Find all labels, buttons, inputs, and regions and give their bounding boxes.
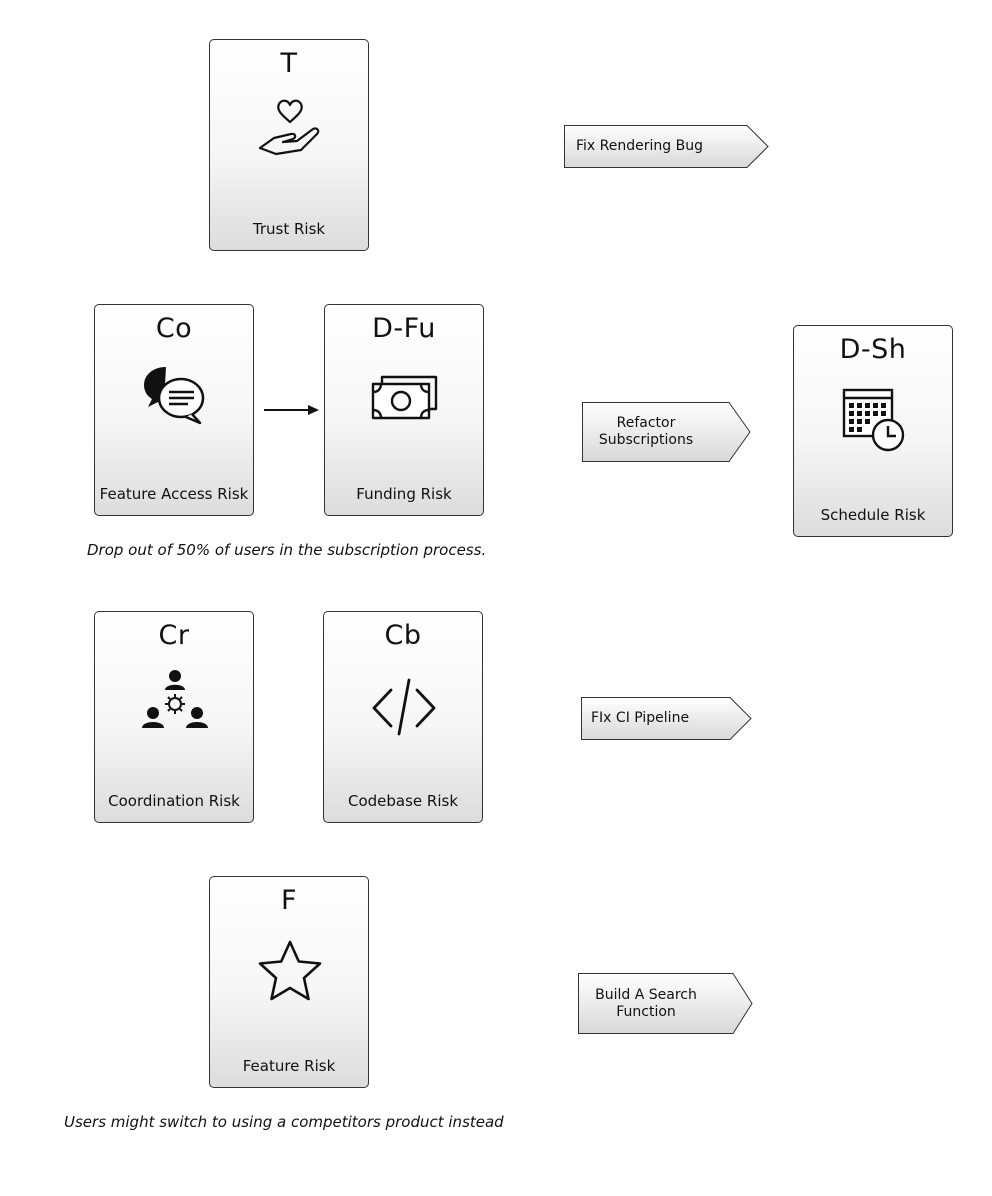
card-code: F (280, 885, 298, 916)
card-label: Feature Access Risk (99, 485, 249, 503)
card-code: D-Fu (372, 313, 436, 344)
funding-risk-card: D-Fu Funding Risk (324, 304, 484, 516)
team-gear-icon (140, 668, 210, 738)
code-brackets-icon (369, 668, 439, 738)
action-label: Build A Search Function (595, 986, 697, 1020)
action-label: FIx CI Pipeline (591, 710, 690, 726)
refactor-subscriptions-action: Refactor Subscriptions (582, 402, 752, 462)
fix-rendering-bug-action: Fix Rendering Bug (564, 125, 770, 168)
card-label: Schedule Risk (820, 506, 926, 524)
calendar-clock-icon (839, 382, 909, 452)
card-label: Funding Risk (356, 485, 452, 503)
card-label: Feature Risk (242, 1057, 336, 1075)
star-icon (255, 933, 325, 1003)
codebase-risk-card: Cb Codebase Risk (323, 611, 483, 823)
subscription-dropout-note: Drop out of 50% of users in the subscrip… (87, 541, 487, 559)
card-code: D-Sh (839, 334, 907, 365)
feature-access-risk-card: Co Feature Access Risk (94, 304, 254, 516)
build-search-function-action: Build A Search Function (578, 973, 754, 1034)
schedule-risk-card: D-Sh Schedule Risk (793, 325, 953, 537)
action-label: Refactor Subscriptions (598, 415, 694, 448)
hand-heart-icon (255, 96, 325, 166)
trust-risk-card: T Trust Risk (209, 39, 369, 251)
card-code: Cb (384, 620, 422, 651)
card-code: Co (155, 313, 193, 344)
card-label: Trust Risk (252, 220, 326, 238)
card-label: Codebase Risk (347, 792, 459, 810)
card-code: Cr (158, 620, 190, 651)
competitor-switch-note: Users might switch to using a competitor… (64, 1113, 504, 1131)
coordination-risk-card: Cr Coordination Risk (94, 611, 254, 823)
fix-ci-pipeline-action: FIx CI Pipeline (581, 697, 753, 740)
card-label: Coordination Risk (108, 792, 240, 810)
feature-risk-card: F Feature Risk (209, 876, 369, 1088)
chat-bubbles-icon (140, 361, 210, 431)
dependency-arrow (264, 405, 319, 415)
banknote-icon (370, 361, 440, 431)
action-label: Fix Rendering Bug (576, 138, 703, 154)
card-code: T (280, 48, 298, 79)
